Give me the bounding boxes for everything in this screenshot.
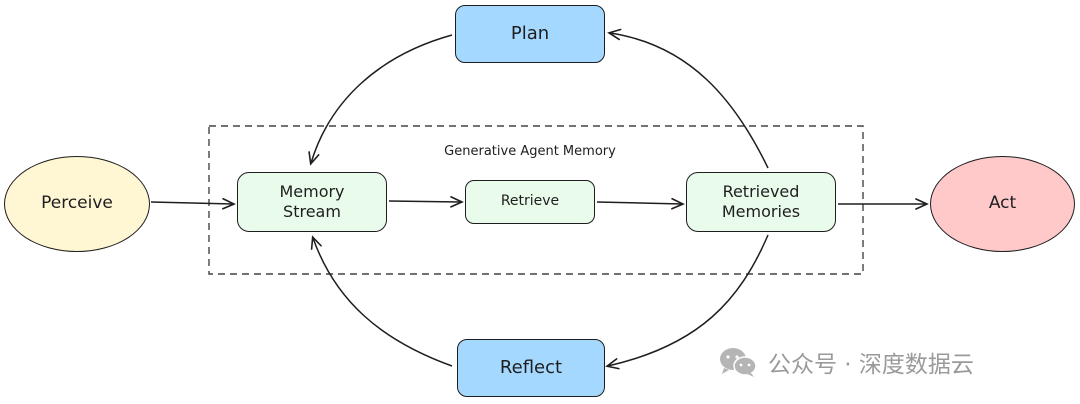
wechat-icon	[720, 348, 757, 377]
reflect-node: Reflect	[457, 339, 605, 397]
arrow-retrieved-to-reflect	[605, 234, 769, 370]
arrow-plan-to-memory-stream	[308, 34, 453, 166]
memory-container-border	[208, 125, 864, 275]
arrow-retrieve-to-retrieved	[596, 197, 685, 210]
memory-stream-node: Memory Stream	[237, 172, 387, 232]
arrow-memory-stream-to-retrieve	[388, 196, 464, 208]
arrow-perceive-to-memory-stream	[150, 197, 236, 210]
act-node: Act	[930, 156, 1075, 252]
container-label: Generative Agent Memory	[444, 144, 616, 159]
retrieve-node: Retrieve	[465, 180, 595, 224]
watermark: 公众号 · 深度数据云	[718, 344, 974, 380]
perceive-node: Perceive	[4, 156, 150, 252]
retrieved-memories-node: Retrieved Memories	[686, 172, 836, 232]
plan-node: Plan	[455, 5, 605, 63]
watermark-text: 公众号 · 深度数据云	[768, 352, 974, 378]
arrow-retrieved-to-plan	[607, 28, 769, 169]
arrow-reflect-to-memory-stream	[310, 235, 453, 367]
